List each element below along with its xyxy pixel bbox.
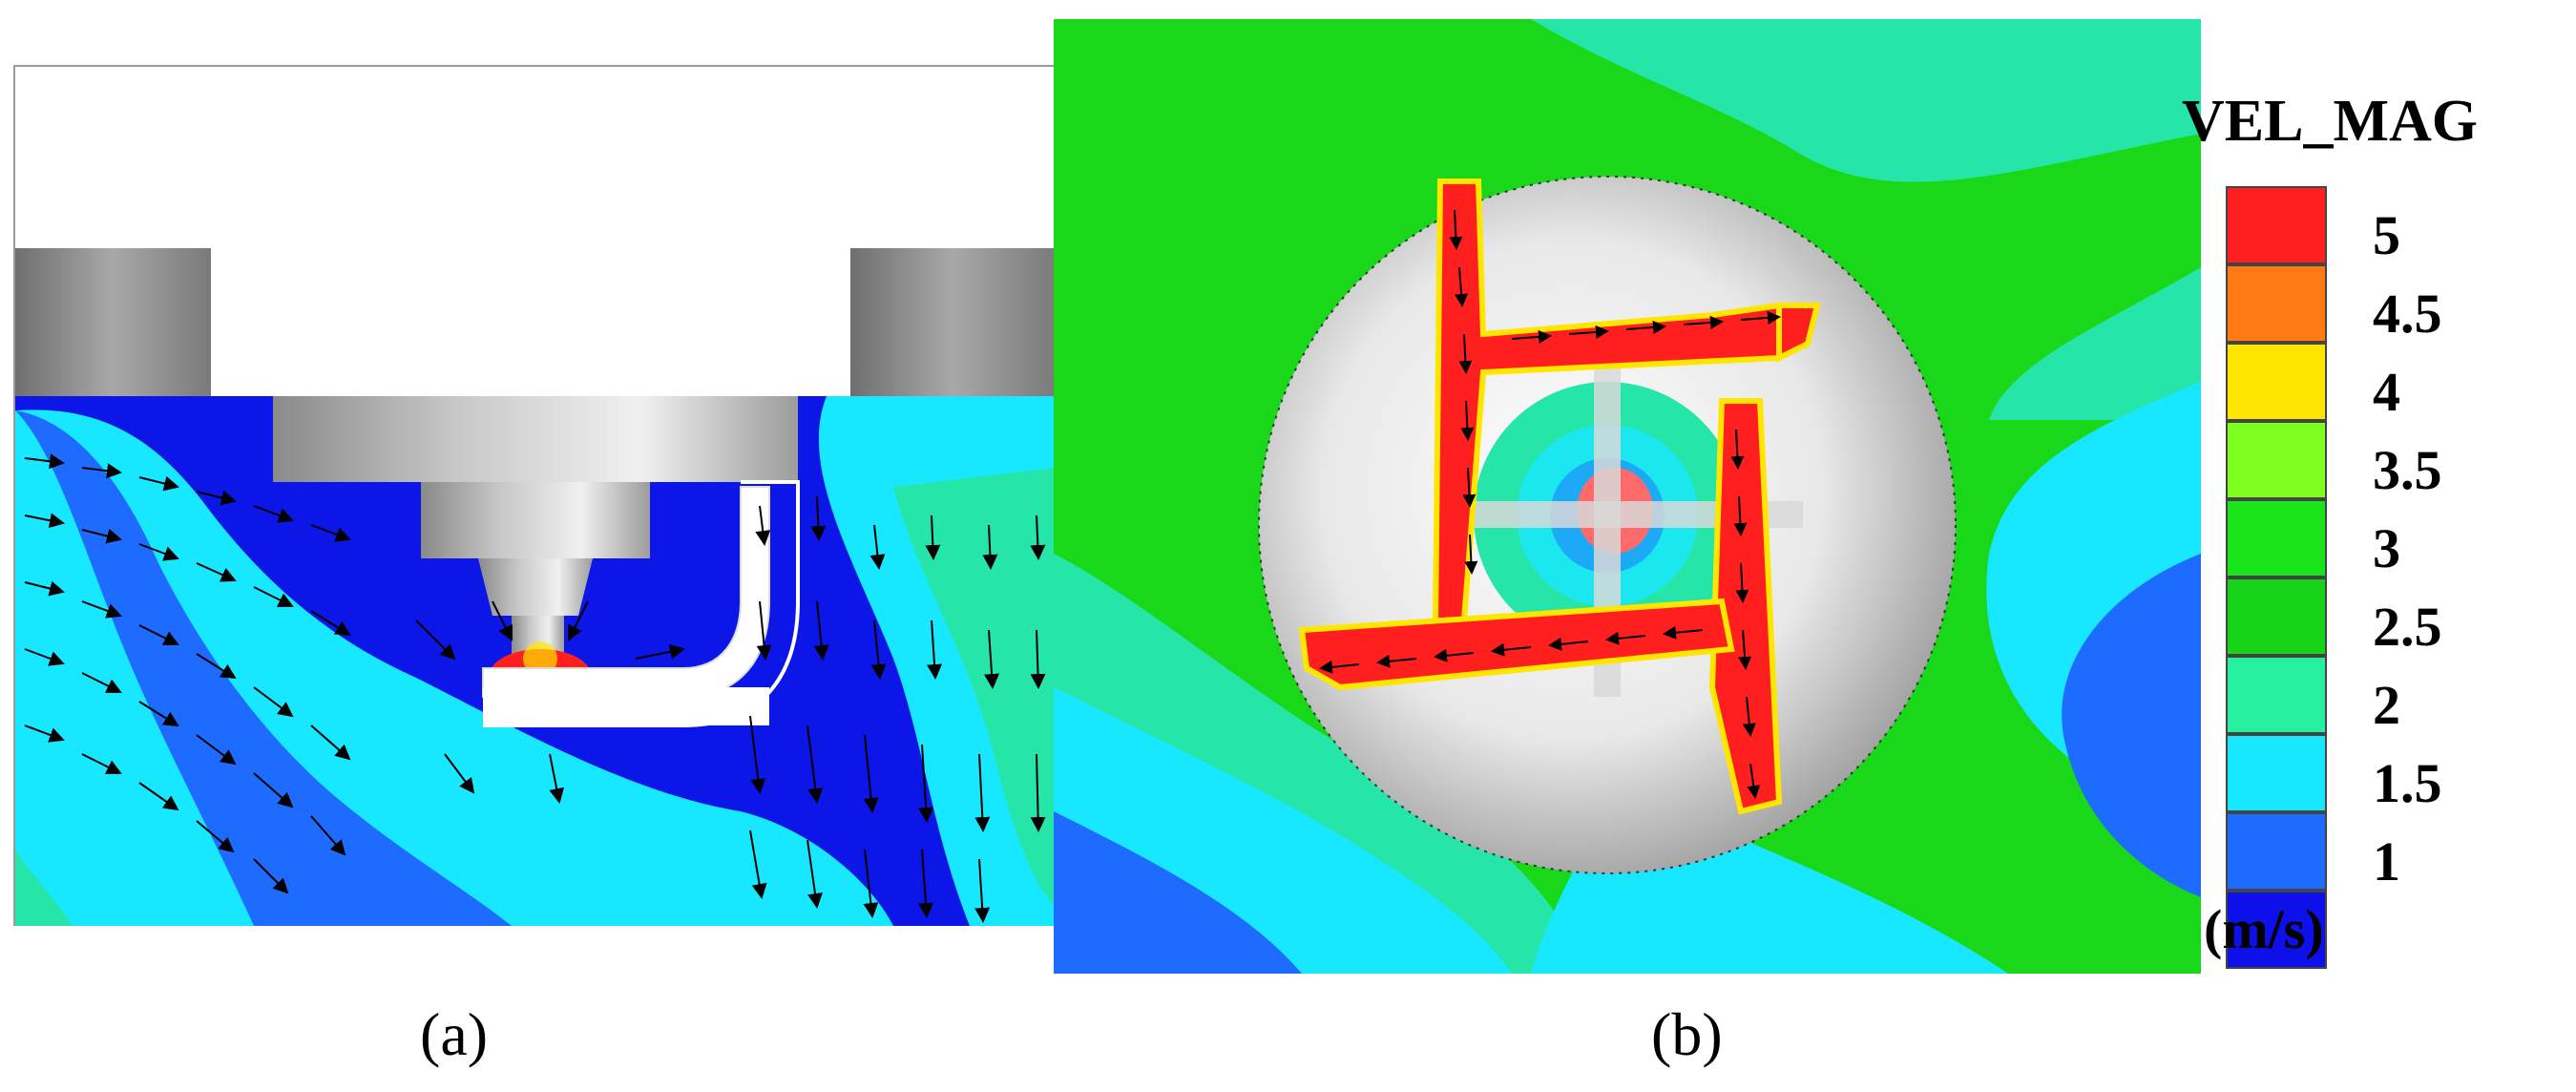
right-baffle [850, 248, 1056, 396]
blade-left [1298, 598, 1735, 691]
legend-swatch [2226, 499, 2327, 578]
legend-swatch [2226, 734, 2327, 812]
impeller-shaft-upper [421, 482, 650, 558]
legend-label: 4 [2373, 361, 2400, 423]
legend-label: 3.5 [2373, 439, 2442, 501]
panel-b-top-view [1054, 19, 2201, 974]
legend-label: 1 [2373, 830, 2400, 892]
legend-swatch [2226, 578, 2327, 656]
impeller-blades [1298, 178, 1821, 815]
impeller-hub [273, 396, 798, 482]
field-teal-top [1531, 19, 2201, 182]
legend-swatch [2226, 812, 2327, 891]
legend-label: 4.5 [2373, 283, 2442, 345]
legend-unit: (m/s) [2204, 898, 2324, 960]
legend-swatch [2226, 343, 2327, 421]
fluid-region-teal-right [893, 468, 1056, 907]
panel-a-contour-plot [15, 67, 1056, 926]
velocity-vectors-b [1319, 209, 1781, 799]
field-blue-right [2062, 554, 2201, 897]
fluid-region-cyan-left [15, 410, 254, 926]
blade-top-right-tip [1776, 303, 1821, 363]
legend-swatch [2226, 421, 2327, 499]
legend-swatch [2226, 891, 2327, 969]
legend-swatch [2226, 186, 2327, 264]
legend-label: 2.5 [2373, 596, 2442, 658]
fluid-region-teal-corner [15, 850, 73, 926]
legend-label: 5 [2373, 204, 2400, 266]
legend-swatch [2226, 264, 2327, 343]
panel-b-contour-plot [1054, 19, 2201, 974]
impeller-shaft-taper [478, 558, 593, 616]
legend-label: 3 [2373, 517, 2400, 579]
panel-a-side-view [13, 65, 1058, 926]
legend-label: 2 [2373, 674, 2400, 736]
left-baffle [15, 248, 211, 396]
caption-panel-b: (b) [1651, 1000, 1723, 1068]
legend-swatch [2226, 656, 2327, 734]
velocity-vectors [24, 453, 1046, 923]
field-blue-corner [1054, 811, 1302, 974]
caption-panel-a: (a) [420, 1000, 489, 1068]
field-teal-right [1989, 267, 2201, 420]
legend-title: VEL_MAG [2182, 89, 2478, 154]
legend-label: 1.5 [2373, 752, 2442, 814]
